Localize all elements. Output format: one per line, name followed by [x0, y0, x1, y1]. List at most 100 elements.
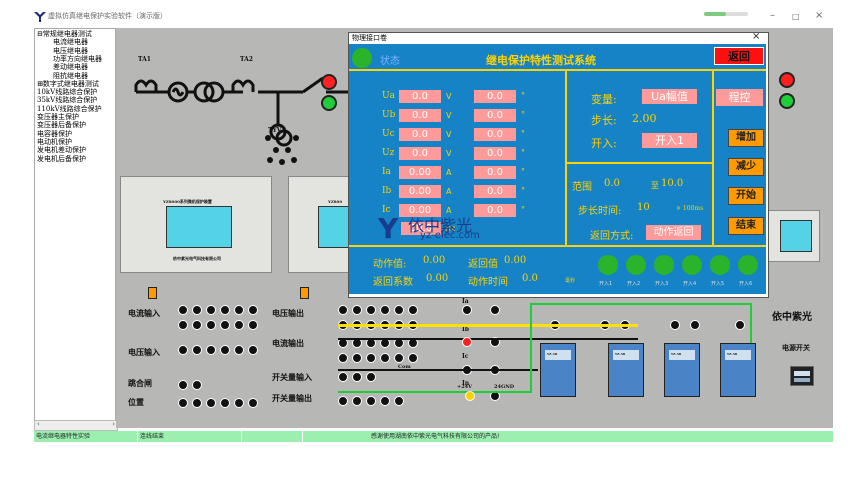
terminal-knob[interactable] — [352, 372, 362, 382]
terminal-knob[interactable] — [490, 337, 500, 347]
relay-box-4[interactable]: YZ-3D — [720, 343, 756, 397]
terminal-knob[interactable] — [234, 305, 244, 315]
terminal-knob[interactable] — [394, 396, 404, 406]
terminal-knob[interactable] — [234, 398, 244, 408]
scroll-left-icon[interactable]: ‹ — [37, 420, 40, 428]
tree-item[interactable]: 电动机保护 — [37, 138, 72, 146]
terminal-knob[interactable] — [690, 320, 700, 330]
tree-item[interactable]: 功率方向继电器 — [53, 55, 102, 63]
channel-magnitude-input[interactable]: 0.00 — [399, 204, 441, 217]
channel-magnitude-input[interactable]: 0.0 — [399, 128, 441, 141]
terminal-knob[interactable] — [366, 305, 376, 315]
terminal-knob[interactable] — [178, 305, 188, 315]
terminal-knob[interactable] — [380, 305, 390, 315]
terminal-knob[interactable] — [408, 353, 418, 363]
terminal-knob[interactable] — [366, 353, 376, 363]
decrease-button[interactable]: 减少 — [728, 158, 764, 176]
tree-item[interactable]: 35kV线路综合保护 — [37, 96, 97, 104]
channel-angle-input[interactable]: 0.0 — [474, 166, 516, 179]
power-yellow-terminal[interactable] — [465, 391, 475, 401]
terminal-knob[interactable] — [206, 320, 216, 330]
channel-angle-input[interactable]: 0.0 — [474, 128, 516, 141]
tree-item[interactable]: 差动继电器 — [53, 63, 88, 71]
terminal-knob[interactable] — [178, 380, 188, 390]
terminal-knob[interactable] — [352, 396, 362, 406]
terminal-knob[interactable] — [462, 305, 472, 315]
terminal-knob[interactable] — [234, 345, 244, 355]
terminal-knob[interactable] — [338, 353, 348, 363]
terminal-knob[interactable] — [192, 380, 202, 390]
frequency-value[interactable]: 50.0 — [401, 222, 441, 235]
step-value[interactable]: 2.00 — [632, 112, 657, 125]
terminal-knob[interactable] — [206, 398, 216, 408]
end-button[interactable]: 结束 — [728, 217, 764, 235]
tree-item[interactable]: 发电机差动保护 — [37, 146, 86, 154]
input-select[interactable]: 开入1 — [642, 133, 697, 148]
terminal-knob[interactable] — [192, 305, 202, 315]
terminal-knob[interactable] — [394, 353, 404, 363]
terminal-knob[interactable] — [735, 320, 745, 330]
tree-item[interactable]: 10kV线路综合保护 — [37, 88, 97, 96]
terminal-knob[interactable] — [192, 398, 202, 408]
terminal-knob[interactable] — [206, 305, 216, 315]
terminal-knob[interactable] — [248, 305, 258, 315]
scroll-right-icon[interactable]: › — [112, 420, 115, 428]
channel-magnitude-input[interactable]: 0.0 — [399, 109, 441, 122]
terminal-knob[interactable] — [220, 398, 230, 408]
terminal-knob[interactable] — [220, 345, 230, 355]
return-button[interactable]: 返回 — [714, 47, 764, 65]
tree-item[interactable]: 电压继电器 — [53, 47, 88, 55]
program-control-button[interactable]: 程控 — [716, 89, 763, 106]
terminal-knob[interactable] — [248, 398, 258, 408]
tree-item[interactable]: ⊟常规继电器测试 — [37, 30, 92, 38]
channel-angle-input[interactable]: 0.0 — [474, 90, 516, 103]
minimize-button[interactable]: – — [770, 10, 775, 21]
step-time-value[interactable]: 10 — [637, 202, 650, 213]
channel-angle-input[interactable]: 0.0 — [474, 204, 516, 217]
terminal-knob[interactable] — [352, 353, 362, 363]
channel-angle-input[interactable]: 0.0 — [474, 147, 516, 160]
terminal-knob[interactable] — [490, 305, 500, 315]
channel-magnitude-input[interactable]: 0.00 — [399, 185, 441, 198]
start-button[interactable]: 开始 — [728, 187, 764, 205]
terminal-knob[interactable] — [248, 320, 258, 330]
relay-box-1[interactable]: YZ-3D — [540, 343, 576, 397]
tree-expander-icon[interactable]: ⊞ — [37, 79, 43, 88]
channel-magnitude-input[interactable]: 0.00 — [399, 166, 441, 179]
tree-horizontal-scrollbar[interactable]: ‹ › — [34, 420, 118, 431]
terminal-knob[interactable] — [380, 396, 390, 406]
tree-expander-icon[interactable]: ⊟ — [37, 30, 43, 38]
window-close-button[interactable]: × — [815, 10, 824, 21]
channel-magnitude-input[interactable]: 0.0 — [399, 147, 441, 160]
terminal-knob[interactable] — [366, 372, 376, 382]
tree-item[interactable]: 阻抗继电器 — [53, 72, 88, 80]
dialog-close-button[interactable]: × — [752, 31, 761, 42]
increase-button[interactable]: 增加 — [728, 129, 764, 147]
tree-item[interactable]: 变压器后备保护 — [37, 121, 86, 129]
terminal-knob[interactable] — [178, 320, 188, 330]
terminal-knob[interactable] — [338, 396, 348, 406]
terminal-knob[interactable] — [380, 353, 390, 363]
range-from[interactable]: 0.0 — [604, 178, 620, 189]
terminal-knob[interactable] — [408, 305, 418, 315]
tree-item[interactable]: 110kV线路综合保护 — [37, 105, 102, 113]
channel-angle-input[interactable]: 0.0 — [474, 109, 516, 122]
terminal-knob[interactable] — [352, 305, 362, 315]
terminal-knob[interactable] — [394, 305, 404, 315]
terminal-knob[interactable] — [178, 345, 188, 355]
variable-select[interactable]: Ua幅值 — [642, 89, 697, 104]
maximize-button[interactable]: □ — [792, 12, 800, 21]
range-to[interactable]: 10.0 — [661, 178, 684, 189]
return-mode-select[interactable]: 动作返回 — [646, 225, 701, 240]
ib-red-terminal[interactable] — [462, 337, 472, 347]
terminal-knob[interactable] — [178, 398, 188, 408]
experiment-tree[interactable]: ⊟常规继电器测试电流继电器电压继电器功率方向继电器差动继电器阻抗继电器⊞数字式继… — [34, 28, 116, 422]
terminal-knob[interactable] — [206, 345, 216, 355]
terminal-knob[interactable] — [670, 320, 680, 330]
power-switch[interactable] — [790, 366, 814, 386]
terminal-knob[interactable] — [366, 396, 376, 406]
relay-box-3[interactable]: YZ-3D — [664, 343, 700, 397]
terminal-knob[interactable] — [220, 305, 230, 315]
terminal-knob[interactable] — [234, 320, 244, 330]
channel-angle-input[interactable]: 0.0 — [474, 185, 516, 198]
